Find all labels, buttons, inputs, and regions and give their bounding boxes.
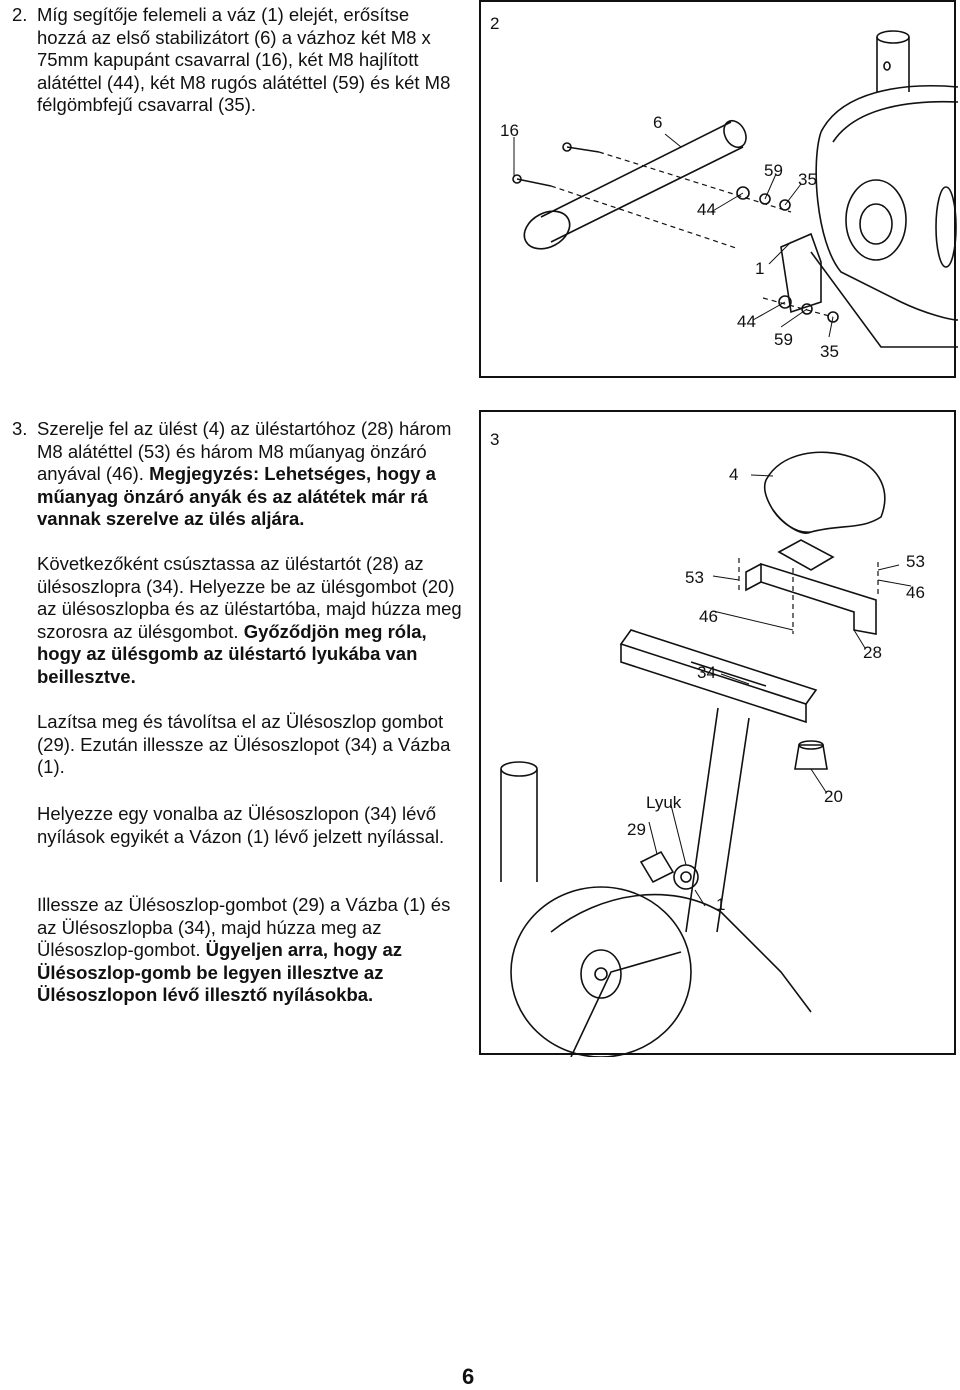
callout-59-top: 59 bbox=[764, 161, 783, 180]
callout-1-frame: 1 bbox=[716, 895, 725, 914]
step-3-para-1-text: Szerelje fel az ülést (4) az üléstartóho… bbox=[37, 418, 452, 485]
step-3-para-5-text: Illessze az Ülésoszlop-gombot (29) a Váz… bbox=[37, 894, 451, 961]
figure-3-seat-assembly: 3 4 53 53 46 46 34 28 20 Lyuk 29 1 bbox=[479, 410, 956, 1057]
callout-20: 20 bbox=[824, 787, 843, 806]
figure-3-label: 3 bbox=[490, 430, 499, 449]
callout-44-bottom: 44 bbox=[737, 312, 756, 331]
step-3-number: 3. bbox=[12, 418, 28, 439]
figure-2-label: 2 bbox=[490, 14, 499, 33]
step-2-text: Míg segítője felemeli a váz (1) elejét, … bbox=[37, 4, 451, 116]
step-3-para-2: Következőként csúsztassa az üléstartót (… bbox=[37, 553, 462, 689]
step-2-number: 2. bbox=[12, 4, 28, 25]
callout-29: 29 bbox=[627, 820, 646, 839]
callout-34: 34 bbox=[697, 663, 716, 682]
callout-35-top: 35 bbox=[798, 170, 817, 189]
step-3-para-5: Illessze az Ülésoszlop-gombot (29) a Váz… bbox=[37, 894, 457, 1007]
callout-44-top: 44 bbox=[697, 200, 716, 219]
callout-4: 4 bbox=[729, 465, 738, 484]
callout-1: 1 bbox=[755, 259, 764, 278]
figure-2-front-stabilizer: 2 16 6 59 35 44 1 44 59 35 bbox=[479, 0, 958, 378]
callout-59-bottom: 59 bbox=[774, 330, 793, 349]
step-3-warning: Győződjön meg róla, hogy az ülésgomb az … bbox=[37, 620, 427, 687]
step-3-note: Megjegyzés: Lehetséges, hogy a műanyag ö… bbox=[37, 463, 436, 530]
step-3-para-1: Szerelje fel az ülést (4) az üléstartóho… bbox=[37, 418, 462, 531]
callout-28: 28 bbox=[863, 643, 882, 662]
callout-53-left: 53 bbox=[685, 568, 704, 587]
callout-35-bottom: 35 bbox=[820, 342, 839, 361]
callout-lyuk: Lyuk bbox=[646, 793, 682, 812]
figure-2-drawing: 2 16 6 59 35 44 1 44 59 35 bbox=[490, 14, 958, 361]
step-3-para-3: Lazítsa meg és távolítsa el az Ülésoszlo… bbox=[37, 711, 451, 778]
callout-6: 6 bbox=[653, 113, 662, 132]
step-3-para-5-bold: Ügyeljen arra, hogy az Ülésoszlop-gomb b… bbox=[37, 939, 403, 1006]
step-3-para-2-text: Következőként csúsztassa az üléstartót (… bbox=[37, 553, 462, 642]
callout-46-left: 46 bbox=[699, 607, 718, 626]
callout-16: 16 bbox=[500, 121, 519, 140]
step-3-para-4: Helyezze egy vonalba az Ülésoszlopon (34… bbox=[37, 803, 445, 847]
callout-53-right: 53 bbox=[906, 552, 925, 571]
callout-46-right: 46 bbox=[906, 583, 925, 602]
figure-3-drawing: 3 4 53 53 46 46 34 28 20 Lyuk 29 1 bbox=[490, 430, 925, 1057]
page-number: 6 bbox=[462, 1364, 475, 1389]
